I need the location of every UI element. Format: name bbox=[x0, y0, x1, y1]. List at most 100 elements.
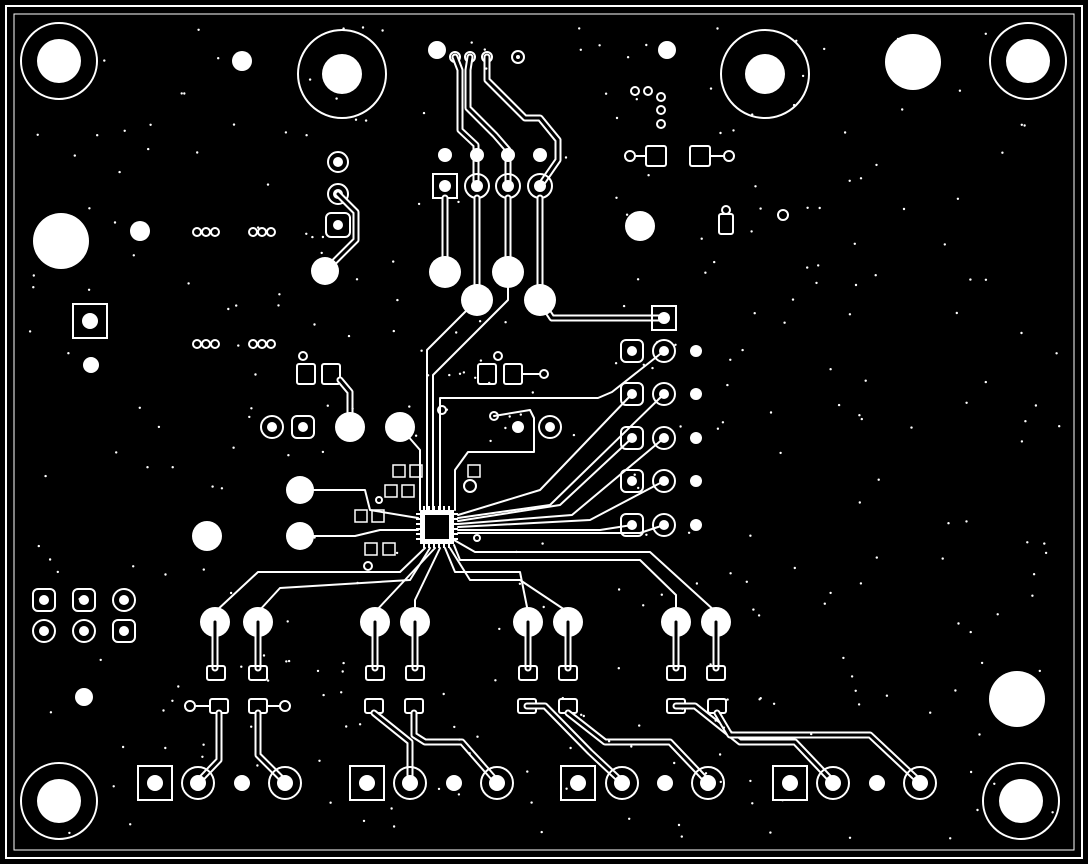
stitch-via bbox=[504, 321, 507, 324]
stitch-via bbox=[1023, 124, 1026, 127]
stitch-via bbox=[704, 772, 708, 775]
stitch-via bbox=[118, 170, 121, 174]
stitch-via bbox=[858, 501, 861, 504]
stitch-via bbox=[470, 41, 473, 44]
left-header-2x3 bbox=[32, 588, 136, 643]
stitch-via bbox=[541, 542, 544, 545]
stitch-via bbox=[138, 406, 141, 409]
stitch-via bbox=[342, 661, 345, 665]
stitch-via bbox=[726, 698, 729, 701]
stitch-via bbox=[673, 761, 676, 765]
stitch-via bbox=[750, 230, 753, 233]
stitch-via bbox=[504, 426, 507, 430]
stitch-via bbox=[642, 363, 645, 366]
stitch-via bbox=[321, 450, 325, 454]
stitch-via bbox=[716, 27, 719, 30]
stitch-via bbox=[646, 234, 649, 237]
stitch-via bbox=[569, 746, 572, 750]
stitch-via bbox=[716, 427, 720, 430]
stitch-via bbox=[458, 372, 462, 375]
stitch-via bbox=[1001, 151, 1004, 154]
stitch-via bbox=[113, 221, 117, 224]
stitch-via bbox=[99, 658, 102, 662]
stitch-via bbox=[196, 151, 199, 154]
stitch-via bbox=[256, 226, 260, 229]
stitch-via bbox=[580, 713, 583, 716]
stitch-via bbox=[679, 425, 682, 428]
stitch-via bbox=[660, 593, 663, 596]
stitch-via bbox=[976, 808, 979, 812]
stitch-via bbox=[277, 304, 280, 307]
stitch-via bbox=[769, 831, 772, 834]
stitch-via bbox=[362, 819, 366, 823]
stitch-via bbox=[604, 92, 608, 95]
stitch-via bbox=[850, 675, 854, 678]
stitch-via bbox=[874, 274, 877, 277]
stitch-via bbox=[902, 207, 906, 211]
stitch-via bbox=[956, 197, 960, 200]
stitch-via bbox=[837, 403, 841, 407]
stitch-via bbox=[829, 368, 832, 371]
stitch-via bbox=[969, 630, 972, 634]
stitch-via bbox=[801, 74, 805, 78]
stitch-via bbox=[655, 341, 659, 344]
stitch-via bbox=[342, 27, 345, 30]
header-pads-upper bbox=[432, 148, 553, 199]
stitch-via bbox=[515, 550, 518, 554]
stitching-vias bbox=[28, 26, 1061, 840]
stitch-via bbox=[885, 694, 889, 697]
stitch-via bbox=[721, 421, 725, 424]
central-ic bbox=[286, 271, 665, 571]
stitch-via bbox=[320, 251, 323, 255]
stitch-via bbox=[313, 323, 316, 326]
stitch-via bbox=[1055, 352, 1058, 355]
stitch-via bbox=[662, 350, 665, 354]
stitch-via bbox=[220, 487, 224, 490]
bottom-connectors bbox=[137, 765, 937, 801]
stitch-via bbox=[180, 92, 183, 95]
stitch-via bbox=[256, 764, 259, 767]
stitch-via bbox=[645, 43, 648, 47]
stitch-via bbox=[36, 133, 39, 136]
stitch-via bbox=[745, 580, 748, 583]
stitch-via bbox=[123, 129, 126, 132]
stitch-via bbox=[40, 242, 43, 246]
mounting-holes bbox=[20, 22, 1067, 840]
stitch-via bbox=[483, 48, 486, 51]
stitch-via bbox=[305, 134, 308, 137]
stitch-via bbox=[248, 415, 251, 419]
stitch-via bbox=[1043, 542, 1046, 545]
stitch-via bbox=[183, 92, 186, 95]
stitch-via bbox=[313, 536, 316, 539]
header-big-pads bbox=[429, 194, 677, 331]
stitch-via bbox=[232, 123, 236, 126]
stitch-via bbox=[171, 699, 174, 702]
stitch-via bbox=[617, 667, 620, 670]
stitch-via bbox=[578, 27, 581, 30]
stitch-via bbox=[422, 111, 426, 115]
stitch-via bbox=[1038, 669, 1042, 673]
stitch-via bbox=[965, 520, 968, 523]
stitch-via bbox=[1024, 420, 1027, 423]
stitch-via bbox=[622, 304, 626, 308]
stitch-via bbox=[957, 622, 960, 625]
stitch-via bbox=[217, 57, 220, 60]
stitch-via bbox=[305, 232, 308, 235]
stitch-via bbox=[645, 533, 648, 536]
stitch-via bbox=[955, 311, 958, 315]
stitch-via bbox=[791, 298, 795, 301]
stitch-via bbox=[681, 707, 684, 710]
stitch-via bbox=[187, 282, 190, 285]
stitch-via bbox=[714, 719, 717, 722]
stitch-via bbox=[984, 32, 987, 35]
stitch-via bbox=[993, 782, 996, 785]
stitch-via bbox=[32, 274, 35, 277]
stitch-via bbox=[28, 330, 32, 333]
stitch-via bbox=[395, 551, 399, 555]
stitch-via bbox=[858, 414, 861, 417]
bottom-components bbox=[184, 698, 924, 786]
stitch-via bbox=[1058, 425, 1061, 428]
stitch-via bbox=[772, 702, 776, 705]
stitch-via bbox=[949, 837, 952, 840]
stitch-via bbox=[202, 743, 205, 746]
